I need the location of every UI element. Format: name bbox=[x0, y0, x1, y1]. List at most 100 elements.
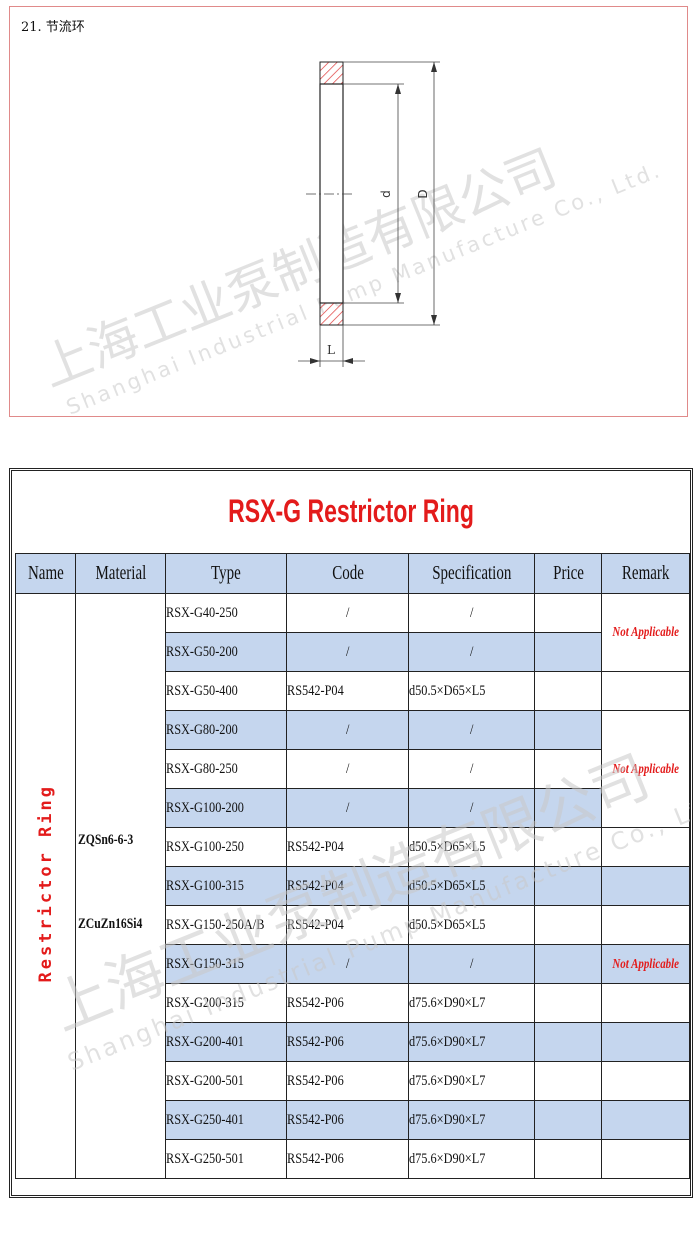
code-cell: RS542-P06 bbox=[285, 1061, 410, 1101]
ring-section-bottom bbox=[319, 302, 344, 326]
spec-cell: / bbox=[408, 749, 536, 789]
remark-text: Not Applicable bbox=[612, 625, 680, 640]
ring-bore-body bbox=[319, 83, 344, 304]
remark-cell: Not Applicable bbox=[601, 710, 690, 828]
spec-cell: d50.5×D65×L5 bbox=[408, 905, 536, 945]
table-row: RSX-G50-200// bbox=[16, 632, 690, 672]
type-cell: RSX-G100-200 bbox=[164, 788, 287, 828]
header-name: Name bbox=[14, 553, 77, 594]
spec-cell: / bbox=[408, 593, 536, 633]
type-cell: RSX-G50-200 bbox=[164, 632, 287, 672]
price-cell bbox=[534, 749, 603, 789]
code-cell: / bbox=[285, 749, 410, 789]
header-price: Price bbox=[534, 553, 603, 594]
code-cell: RS542-P04 bbox=[285, 866, 410, 906]
remark-cell bbox=[601, 983, 690, 1023]
remark-cell bbox=[601, 1061, 690, 1101]
price-cell bbox=[534, 788, 603, 828]
type-cell: RSX-G150-250A/B bbox=[164, 905, 287, 945]
code-cell: / bbox=[285, 944, 410, 984]
remark-cell bbox=[601, 1022, 690, 1062]
price-cell bbox=[534, 905, 603, 945]
spec-cell: d75.6×D90×L7 bbox=[408, 1061, 536, 1101]
table-title: RSX-G Restrictor Ring bbox=[228, 492, 474, 529]
code-cell: / bbox=[285, 788, 410, 828]
price-cell bbox=[534, 593, 603, 633]
spec-cell: d75.6×D90×L7 bbox=[408, 1139, 536, 1179]
type-cell: RSX-G200-315 bbox=[164, 983, 287, 1023]
remark-text: Not Applicable bbox=[612, 761, 680, 777]
type-cell: RSX-G80-250 bbox=[164, 749, 287, 789]
spec-cell: / bbox=[408, 710, 536, 750]
spec-cell: / bbox=[408, 944, 536, 984]
spec-cell: d50.5×D65×L5 bbox=[408, 866, 536, 906]
price-cell bbox=[534, 1139, 603, 1179]
header-specification: Specification bbox=[408, 553, 536, 594]
spec-cell: d75.6×D90×L7 bbox=[408, 983, 536, 1023]
type-cell: RSX-G250-401 bbox=[164, 1100, 287, 1140]
price-cell bbox=[534, 632, 603, 672]
type-cell: RSX-G150-315 bbox=[164, 944, 287, 984]
spec-cell: d50.5×D65×L5 bbox=[408, 671, 536, 711]
table-row: RSX-G100-200// bbox=[16, 788, 690, 828]
spec-table: Name Material Type Code Specification Pr… bbox=[14, 553, 690, 1179]
remark-cell bbox=[601, 1139, 690, 1179]
ring-section-top bbox=[319, 61, 344, 85]
dimension-D-label: D bbox=[416, 189, 430, 198]
price-cell bbox=[534, 983, 603, 1023]
price-cell bbox=[534, 671, 603, 711]
code-cell: / bbox=[285, 632, 410, 672]
dimension-d-label: d bbox=[379, 190, 393, 198]
type-cell: RSX-G40-250 bbox=[164, 593, 287, 633]
spec-cell: d75.6×D90×L7 bbox=[408, 1100, 536, 1140]
code-cell: RS542-P06 bbox=[285, 1022, 410, 1062]
price-cell bbox=[534, 1061, 603, 1101]
code-cell: RS542-P04 bbox=[285, 905, 410, 945]
code-cell: RS542-P06 bbox=[285, 1100, 410, 1140]
spec-cell: d50.5×D65×L5 bbox=[408, 827, 536, 867]
remark-text: Not Applicable bbox=[612, 956, 680, 972]
watermark: 上海工业泵制造有限公司 Shanghai Industrial Pump Man… bbox=[33, 138, 665, 418]
remark-cell bbox=[601, 866, 690, 906]
type-cell: RSX-G200-501 bbox=[164, 1061, 287, 1101]
watermark-cn: 上海工业泵制造有限公司 bbox=[33, 138, 565, 398]
spec-cell: / bbox=[408, 632, 536, 672]
spec-table-container: RSX-G Restrictor Ring Name Material Type… bbox=[9, 468, 693, 1198]
header-type: Type bbox=[164, 553, 287, 594]
remark-cell: Not Applicable bbox=[601, 944, 690, 984]
code-cell: RS542-P06 bbox=[285, 1139, 410, 1179]
drawing-panel: 21. 节流环 上海工业泵制造有限公司 Shanghai Industrial … bbox=[9, 6, 688, 418]
product-name-cell: Restrictor Ring bbox=[14, 593, 77, 1179]
remark-cell bbox=[601, 827, 690, 867]
remark-cell bbox=[601, 671, 690, 711]
remark-cell: Not Applicable bbox=[601, 593, 690, 672]
material-name: ZQSn6-6-3 bbox=[78, 832, 134, 848]
price-cell bbox=[534, 1022, 603, 1062]
code-cell: RS542-P04 bbox=[285, 827, 410, 867]
product-name: Restrictor Ring bbox=[35, 784, 56, 983]
drawing-title: 21. 节流环 bbox=[21, 20, 85, 35]
table-row: RSX-G80-200//Not Applicable bbox=[16, 710, 690, 828]
spec-cell: d75.6×D90×L7 bbox=[408, 1022, 536, 1062]
type-cell: RSX-G250-501 bbox=[164, 1139, 287, 1179]
code-cell: / bbox=[285, 710, 410, 750]
price-cell bbox=[534, 944, 603, 984]
code-cell: RS542-P04 bbox=[285, 671, 410, 711]
remark-cell bbox=[601, 905, 690, 945]
watermark-en: Shanghai Industrial Pump Manufacture Co.… bbox=[63, 158, 665, 418]
material-name: ZCuZn16Si4 bbox=[78, 916, 143, 932]
type-cell: RSX-G200-401 bbox=[164, 1022, 287, 1062]
type-cell: RSX-G100-250 bbox=[164, 827, 287, 867]
table-header-row: Name Material Type Code Specification Pr… bbox=[14, 553, 690, 594]
header-material: Material bbox=[75, 553, 166, 594]
header-code: Code bbox=[285, 553, 410, 594]
code-cell: / bbox=[285, 593, 410, 633]
dimension-L-label: L bbox=[327, 343, 335, 357]
